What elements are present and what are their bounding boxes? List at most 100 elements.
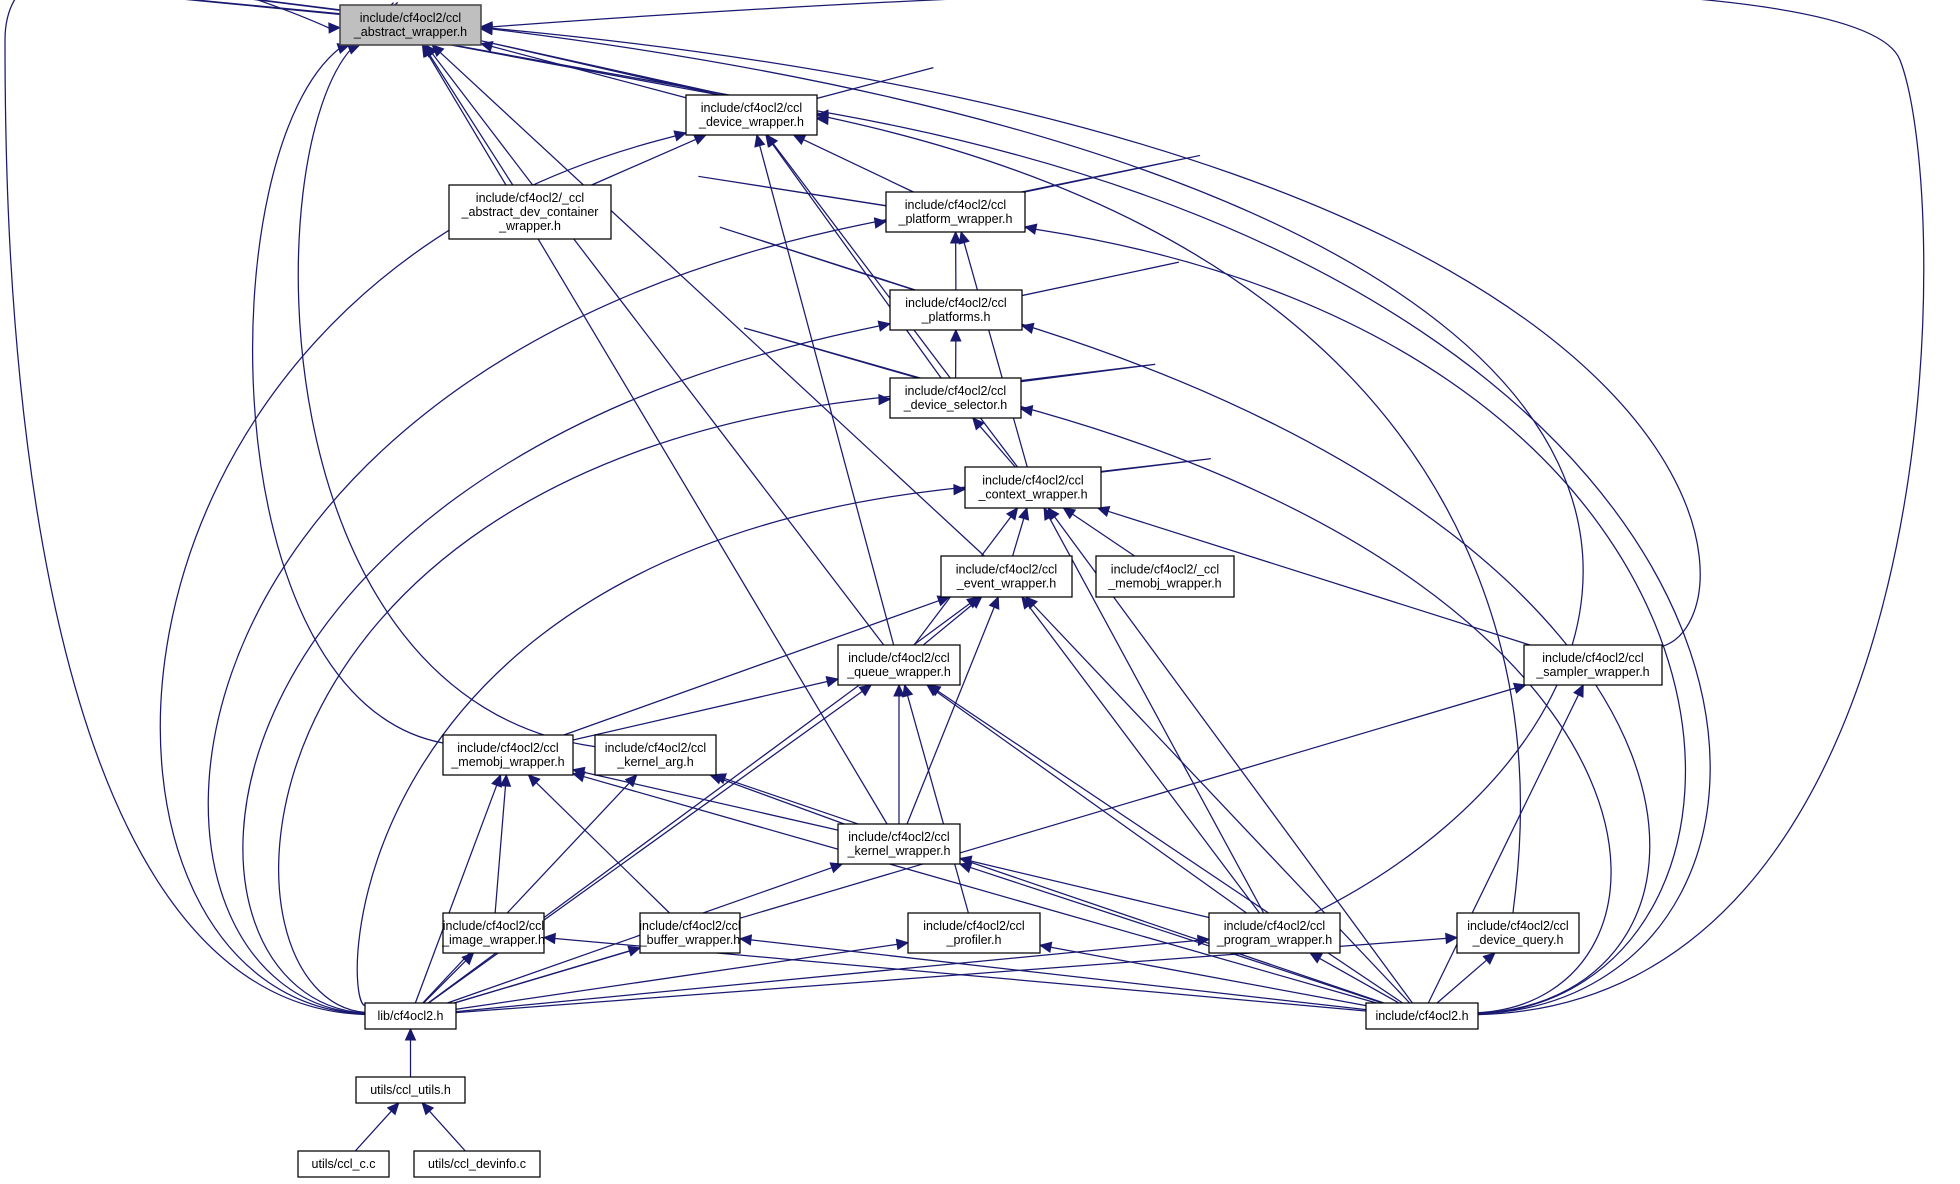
- arrowhead-icon: [873, 217, 888, 229]
- edge-line: [771, 143, 942, 379]
- node-label: _device_selector.h: [903, 398, 1008, 412]
- node-label: _platforms.h: [921, 310, 991, 324]
- arrowhead-icon: [386, 1102, 400, 1116]
- node-context-wrapper[interactable]: include/cf4ocl2/ccl_context_wrapper.h: [964, 466, 1102, 509]
- node-box: [907, 912, 1041, 954]
- node-box: [364, 1002, 457, 1030]
- node-memobj-wrapper[interactable]: include/cf4ocl2/_ccl_memobj_wrapper.h: [1095, 555, 1235, 598]
- node-buffer-wrapper[interactable]: include/cf4ocl2/ccl_buffer_wrapper.h: [639, 912, 741, 954]
- edge-line: [491, 45, 687, 99]
- node-label: include/cf4ocl2/ccl: [905, 198, 1006, 212]
- node-ccl-devinfo[interactable]: utils/ccl_devinfo.c: [413, 1150, 541, 1178]
- node-sampler-wrapper[interactable]: include/cf4ocl2/ccl_sampler_wrapper.h: [1523, 644, 1663, 686]
- edge-include-cf4ocl2-to-device-selector: [744, 327, 1612, 1014]
- node-image-wrapper[interactable]: include/cf4ocl2/ccl_image_wrapper.h: [441, 912, 545, 954]
- node-label: include/cf4ocl2/_ccl: [476, 191, 584, 205]
- node-label: include/cf4ocl2/_ccl: [1111, 563, 1219, 577]
- edge-line: [494, 785, 507, 914]
- node-program-wrapper[interactable]: include/cf4ocl2/ccl_program_wrapper.h: [1208, 912, 1341, 954]
- node-label: include/cf4ocl2/ccl: [848, 651, 949, 665]
- edge-lib-cf4ocl2-to-memobj-wrapper: [414, 773, 502, 1004]
- edge-line: [429, 1110, 466, 1152]
- edge-line: [1107, 510, 1531, 646]
- edge-include-cf4ocl2-to-event-wrapper: [1025, 596, 1411, 1004]
- node-label: include/cf4ocl2/ccl: [982, 474, 1083, 488]
- node-device-selector[interactable]: include/cf4ocl2/ccl_device_selector.h: [889, 377, 1022, 419]
- node-device-query[interactable]: include/cf4ocl2/ccl_device_query.h: [1456, 912, 1580, 954]
- arrowhead-icon: [1445, 932, 1459, 945]
- node-box: [1456, 912, 1580, 954]
- edge-line: [591, 138, 697, 186]
- arrowhead-icon: [1005, 507, 1019, 521]
- edge-line: [906, 606, 995, 825]
- node-kernel-arg[interactable]: include/cf4ocl2/ccl_kernel_arg.h: [594, 734, 717, 776]
- arrowhead-icon: [738, 934, 753, 946]
- node-profiler[interactable]: include/cf4ocl2/ccl_profiler.h: [907, 912, 1041, 954]
- arrowhead-icon: [858, 684, 873, 697]
- node-label: _kernel_wrapper.h: [847, 844, 951, 858]
- arrowhead-icon: [902, 683, 914, 698]
- node-include-cf4ocl2[interactable]: include/cf4ocl2.h: [1365, 1002, 1479, 1030]
- node-device-wrapper[interactable]: include/cf4ocl2/ccl_device_wrapper.h: [685, 94, 818, 136]
- node-label: _memobj_wrapper.h: [450, 755, 564, 769]
- node-label: _wrapper.h: [498, 219, 561, 233]
- node-memobj-wrapper[interactable]: include/cf4ocl2/ccl_memobj_wrapper.h: [442, 734, 574, 776]
- node-label: _context_wrapper.h: [977, 488, 1087, 502]
- edge-ccl-c-to-ccl-utils: [354, 1102, 400, 1152]
- edge-line: [253, 0, 1584, 914]
- edge-line: [439, 52, 985, 557]
- node-box: [889, 289, 1023, 331]
- node-ccl-c[interactable]: utils/ccl_c.c: [297, 1150, 390, 1178]
- arrowhead-icon: [542, 932, 556, 945]
- node-queue-wrapper[interactable]: include/cf4ocl2/ccl_queue_wrapper.h: [837, 644, 961, 686]
- arrowhead-icon: [988, 595, 1000, 610]
- edge-lib-cf4ocl2-to-platform-wrapper: [207, 155, 1200, 1015]
- node-label: _platform_wrapper.h: [898, 212, 1013, 226]
- edge-line: [1054, 516, 1413, 1004]
- node-lib-cf4ocl2[interactable]: lib/cf4ocl2.h: [364, 1002, 457, 1030]
- node-abstract-dev-container[interactable]: include/cf4ocl2/_ccl_abstract_dev_contai…: [448, 184, 612, 240]
- node-platforms[interactable]: include/cf4ocl2/ccl_platforms.h: [889, 289, 1023, 331]
- arrowhead-icon: [491, 773, 502, 788]
- edge-include-cf4ocl2-to-kernel-wrapper: [958, 862, 1383, 1004]
- node-ccl-utils[interactable]: utils/ccl_utils.h: [355, 1076, 466, 1104]
- edge-line: [937, 690, 1403, 1004]
- edge-line: [1427, 694, 1580, 1004]
- edge-line: [1048, 517, 1265, 914]
- edge-kernel-wrapper-to-queue-wrapper: [893, 683, 905, 824]
- edge-context-wrapper-to-platform-wrapper: [958, 230, 1028, 468]
- node-label: include/cf4ocl2/ccl: [457, 741, 558, 755]
- edge-line: [750, 939, 1367, 1011]
- edge-line: [744, 327, 1612, 1014]
- node-box: [889, 377, 1022, 419]
- arrowhead-icon: [878, 393, 892, 406]
- edge-line: [422, 782, 630, 1004]
- arrowhead-icon: [1018, 506, 1030, 521]
- node-label: include/cf4ocl2/ccl: [701, 101, 802, 115]
- node-abstract-wrapper[interactable]: include/cf4ocl2/ccl_abstract_wrapper.h: [339, 4, 482, 46]
- edge-device-selector-to-platforms: [950, 328, 962, 379]
- edge-line: [583, 771, 839, 831]
- edge-line: [476, 39, 1522, 914]
- edge-kernel-arg-to-abstract-wrapper: [297, 2, 596, 748]
- arrowhead-icon: [479, 23, 493, 36]
- arrowhead-icon: [571, 771, 586, 783]
- arrowhead-icon: [893, 683, 905, 697]
- edge-lib-cf4ocl2-to-buffer-wrapper: [454, 945, 642, 1004]
- arrowhead-icon: [673, 130, 688, 142]
- arrowhead-icon: [328, 22, 342, 34]
- arrowhead-icon: [499, 773, 512, 787]
- edge-line: [970, 866, 1383, 1004]
- arrowhead-icon: [346, 43, 361, 55]
- arrowhead-icon: [1025, 596, 1038, 610]
- edge-line: [583, 775, 1377, 1004]
- node-label: include/cf4ocl2.h: [1375, 1009, 1468, 1023]
- node-box: [339, 4, 482, 46]
- node-label: include/cf4ocl2/ccl: [1542, 651, 1643, 665]
- node-event-wrapper[interactable]: include/cf4ocl2/ccl_event_wrapper.h: [940, 555, 1073, 598]
- node-platform-wrapper[interactable]: include/cf4ocl2/ccl_platform_wrapper.h: [885, 191, 1026, 233]
- arrowhead-icon: [829, 862, 844, 874]
- node-kernel-wrapper[interactable]: include/cf4ocl2/ccl_kernel_wrapper.h: [837, 823, 961, 865]
- arrowhead-icon: [958, 862, 973, 874]
- arrowhead-icon: [765, 134, 779, 148]
